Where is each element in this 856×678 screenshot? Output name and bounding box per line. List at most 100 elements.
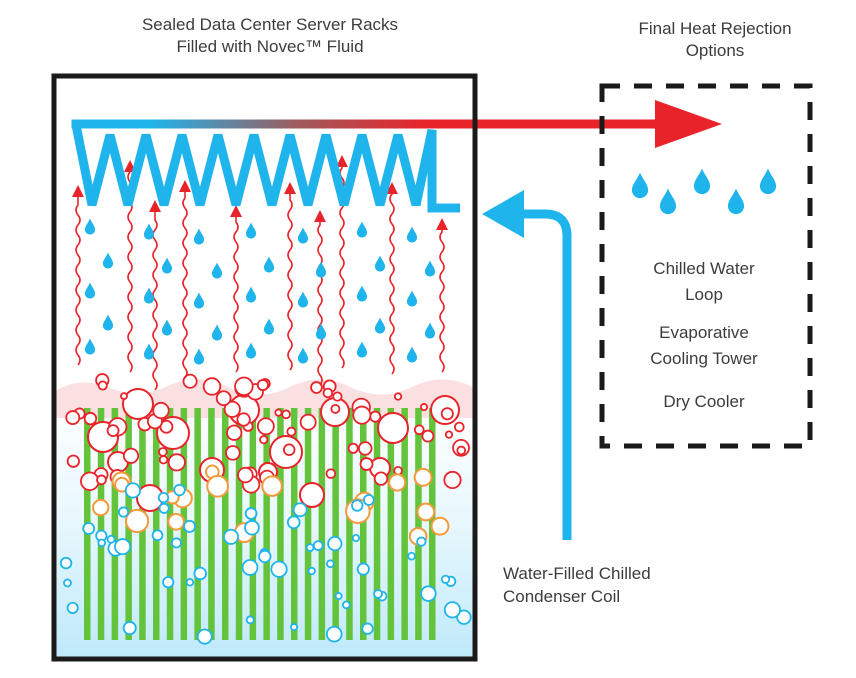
vapor-line [233,215,239,373]
droplet-icon [193,348,205,365]
bubble-icon [456,445,467,456]
bubble-icon [290,623,299,632]
bubble-icon [122,447,140,464]
bubble-icon [223,400,241,418]
bubble-icon [332,391,343,402]
bubble-icon [66,454,80,468]
rack-blade [97,408,105,640]
bubble-icon [83,411,98,426]
tank-title-line2: Filled with Novec™ Fluid [176,37,364,56]
vapor-line [439,228,445,373]
bubble-icon [170,537,182,549]
bubble-icon [63,578,72,588]
condenser-coil-label: Water-Filled Chilled Condenser Coil [503,562,651,608]
bubble-icon [124,482,141,499]
bubble-icon [106,424,120,437]
bubble-icon [393,392,403,401]
bubble-icon [299,482,325,508]
supply-pipe [520,209,572,540]
vapor-line [287,192,293,371]
bubble-icon [237,466,254,484]
option-line2: Cooling Tower [650,349,758,368]
vapor-line [182,190,188,379]
bubble-icon [162,576,175,589]
bubble-icon [362,494,375,506]
bubble-icon [419,403,429,412]
option-chilled-water-loop: Chilled Water Loop [600,256,808,308]
droplet-icon [143,343,155,360]
bubble-icon [369,410,382,423]
bubble-icon [443,601,461,619]
rack-blade [208,408,215,640]
droplet-icon [245,222,257,239]
heat-rejection-title: Final Heat Rejection Options [590,18,840,62]
droplet-icon [374,317,386,334]
droplet-icon [356,341,368,358]
droplet-icon [102,314,114,331]
bubble-icon [393,465,403,476]
option-line1: Chilled Water [653,259,755,278]
bubble-icon [185,578,195,587]
bubble-icon [282,443,296,457]
coolant-arrow-icon [482,190,524,238]
heat-arrow-icon [655,100,722,148]
droplet-icon [424,322,436,339]
bubble-icon [440,407,454,421]
bubble-icon [322,387,334,399]
heat-arrow-icon [386,182,398,194]
droplet-icon [84,282,96,299]
droplet-icon [297,347,309,364]
bubble-icon [274,408,283,417]
bubble-icon [356,562,370,576]
bubble-icon [286,515,301,530]
droplet-icon [406,290,418,307]
droplet-icon [659,188,677,215]
bubble-icon [225,445,241,461]
rack-blade [263,408,270,640]
bubble-icon [245,615,255,625]
vapor-line [317,220,323,386]
droplet-icon [759,168,777,195]
tank-title: Sealed Data Center Server Racks Filled w… [60,14,480,58]
droplet-icon [406,346,418,363]
rack-blade [153,408,160,640]
bubble-icon [261,475,283,497]
heat-arrow-icon [314,210,326,222]
droplet-icon [102,252,114,269]
heat-arrow-icon [72,185,84,197]
bubble-icon [270,560,288,578]
bubble-icon [305,543,315,552]
rack-blade [318,408,326,640]
bubble-icon [416,536,427,547]
bubble-icon [97,380,108,391]
bubble-icon [259,435,269,445]
droplet-icon [211,324,223,341]
bubble-icon [407,551,416,561]
bubble-icon [377,412,409,444]
bubble-icon [117,506,130,518]
option-line2: Loop [685,285,723,304]
bubble-icon [357,441,373,456]
bubble-icon [158,447,168,457]
bubble-icon [244,519,260,536]
bubble-icon [234,376,254,397]
vapor-bubbles [59,373,472,645]
heat-arrow-icon [336,155,348,167]
bubble-icon [157,491,170,504]
droplet-icon [263,256,275,273]
chilled-water-supply [482,190,572,540]
rack-blade [360,408,367,640]
heat-arrow-icon [230,205,242,217]
bubble-icon [327,535,343,552]
droplet-icon [143,287,155,304]
vapor-line [152,210,158,391]
vapor-line [75,195,81,366]
bubble-icon [351,499,364,512]
bubble-icon [326,559,335,569]
bubble-icon [206,474,230,498]
bubble-icon [223,528,240,545]
bubble-icon [258,549,272,564]
bubble-icon [454,421,465,433]
rejection-droplets [631,168,777,215]
droplet-icon [631,172,649,199]
